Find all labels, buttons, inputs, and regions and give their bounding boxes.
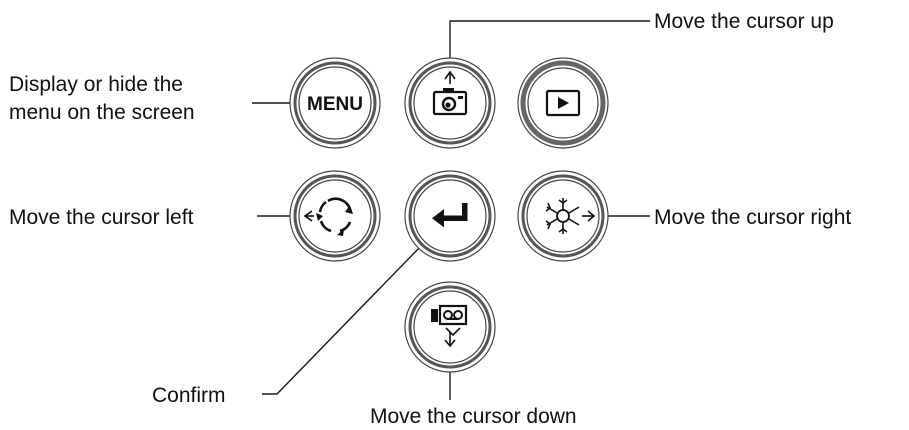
label-move-left: Move the cursor left [9, 206, 194, 229]
right-button[interactable] [517, 170, 609, 262]
leader-line-confirm [262, 246, 421, 395]
play-icon [545, 89, 581, 117]
menu-button[interactable] [289, 57, 381, 149]
enter-button[interactable] [404, 170, 496, 262]
label-display-menu-line2: menu on the screen [9, 101, 195, 124]
enter-arrow-icon [432, 203, 468, 228]
label-move-down: Move the cursor down [370, 405, 577, 428]
snowflake-icon [545, 198, 596, 234]
label-display-menu-line1: Display or hide the [9, 73, 183, 96]
left-button[interactable] [289, 170, 381, 262]
label-confirm: Confirm [152, 384, 226, 407]
label-move-up: Move the cursor up [654, 10, 834, 33]
label-display-menu: Display or hide the menu on the screen [9, 72, 195, 125]
rotate-icon [303, 197, 353, 236]
video-recorder-icon [431, 304, 468, 348]
leader-line-up [449, 20, 650, 72]
camera-button[interactable] [404, 57, 496, 149]
camera-icon [432, 70, 468, 116]
label-move-right: Move the cursor right [654, 206, 852, 229]
menu-button-text: MENU [307, 94, 363, 115]
down-button[interactable] [404, 281, 496, 373]
